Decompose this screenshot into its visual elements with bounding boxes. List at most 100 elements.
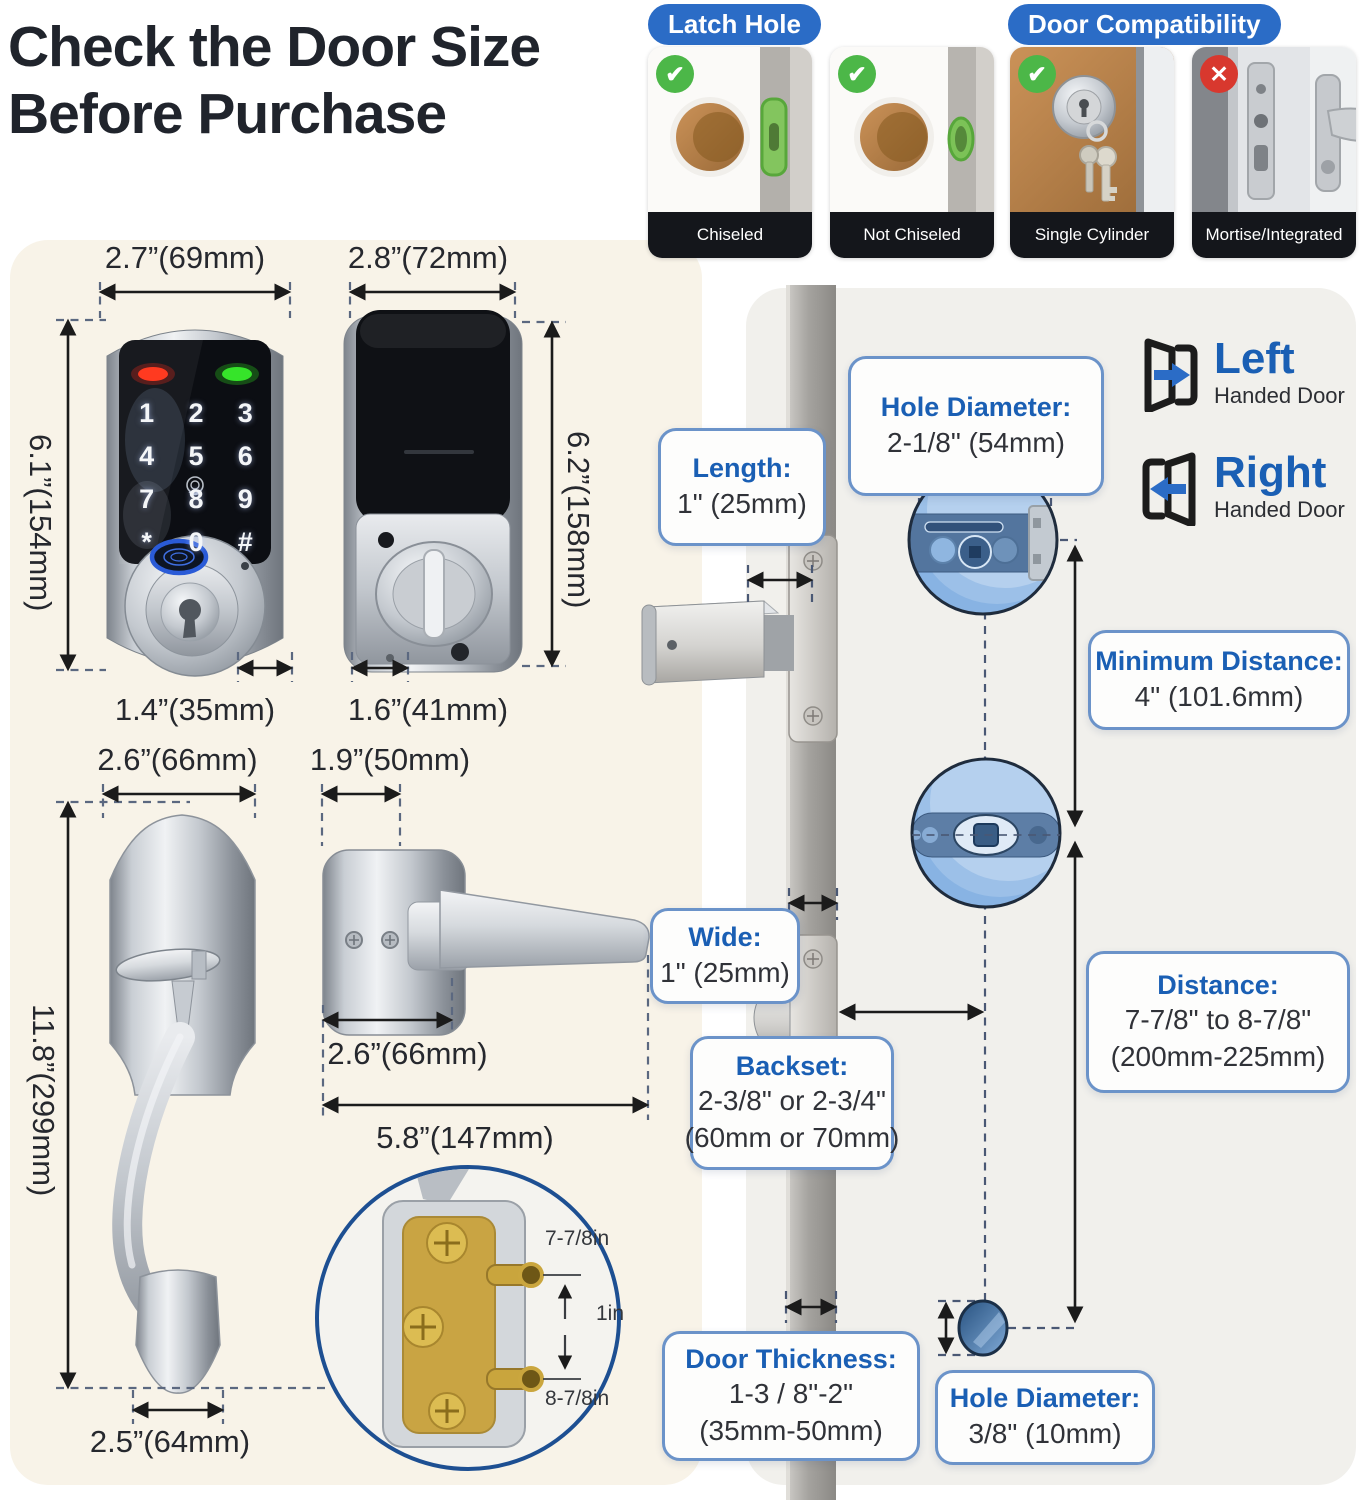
callout-value2: (35mm-50mm) (699, 1414, 883, 1446)
key-6: 6 (237, 441, 253, 471)
cross-icon: ✕ (1200, 55, 1238, 93)
callout-value2: (200mm-225mm) (1110, 1040, 1326, 1072)
not-chiseled-image: ✔ (830, 47, 994, 212)
callout-title: Wide: (688, 921, 762, 952)
callout-title: Backset: (735, 1050, 849, 1081)
small-bore-view (957, 1299, 1009, 1357)
dim-lever-length: 5.8”(147mm) (376, 1120, 554, 1155)
callout-value: 4" (101.6mm) (1134, 680, 1304, 712)
right-handed-door: Right Handed Door (1140, 448, 1345, 526)
card-chiseled: ✔ Chiseled (648, 47, 812, 258)
dim-lever-rosette-height: 2.6”(66mm) (327, 1036, 488, 1071)
keyhole (179, 599, 201, 621)
page-title: Check the Door Size Before Purchase (8, 14, 541, 147)
dim-handleset-height: 11.8”(299mm) (26, 1003, 61, 1197)
callout-minimum-distance: Minimum Distance: 4" (101.6mm) (1088, 630, 1350, 730)
back-lock-illustration (343, 310, 523, 673)
callout-title: Hole Diameter: (880, 391, 1072, 422)
inset-middle-label: 1in (596, 1302, 625, 1325)
chiseled-image: ✔ (648, 47, 812, 212)
handle-base-plate (135, 1269, 221, 1394)
inset-bottom-label: 8-7/8in (545, 1387, 610, 1410)
callout-length: Length: 1" (25mm) (658, 428, 826, 546)
fingerprint-icon (186, 476, 204, 496)
callout-title: Door Thickness: (685, 1343, 897, 1374)
check-icon: ✔ (838, 55, 876, 93)
dim-back-depth: 1.6”(41mm) (347, 692, 509, 727)
handedness-sub: Handed Door (1214, 496, 1345, 522)
fingerprint-reader (149, 538, 209, 576)
callout-value: 1" (25mm) (677, 487, 807, 519)
front-lock-illustration (106, 329, 284, 677)
check-icon: ✔ (1018, 55, 1056, 93)
key-2: 2 (188, 398, 204, 428)
page-title-line1: Check the Door Size (8, 15, 541, 79)
latch-bore-view (910, 757, 1062, 909)
single-cylinder-image: ✔ (1010, 47, 1174, 212)
mortise-image: ✕ (1192, 47, 1356, 212)
callout-door-thickness: Door Thickness: 1-3 / 8"-2" (35mm-50mm) (662, 1331, 920, 1461)
dim-back-width: 2.8”(72mm) (347, 240, 509, 275)
dim-front-height: 6.1”(154mm) (23, 434, 58, 612)
handedness-name: Left (1214, 334, 1295, 383)
dim-handleset-width: 2.6”(66mm) (97, 742, 258, 777)
strike-plate-inset (315, 1165, 621, 1471)
callout-value: 3/8" (10mm) (968, 1418, 1122, 1450)
check-icon: ✔ (656, 55, 694, 93)
callout-value: 2-1/8" (54mm) (887, 426, 1065, 458)
handedness-name: Right (1214, 448, 1327, 497)
red-led (138, 367, 168, 381)
right-door-icon (1142, 452, 1196, 526)
key-3: 3 (237, 398, 253, 428)
callout-value: 2-3/8" or 2-3/4" (698, 1085, 886, 1117)
callout-title: Distance: (1157, 969, 1279, 1000)
dim-front-depth: 1.4”(35mm) (114, 692, 276, 727)
lever-illustration (322, 849, 650, 1036)
callout-value: 1" (25mm) (660, 956, 790, 988)
thumb-turn (423, 549, 445, 639)
left-dimension-lines (56, 282, 650, 1424)
left-door-icon (1144, 338, 1198, 412)
page-title-line2: Before Purchase (8, 81, 447, 146)
handleset-illustration (109, 814, 256, 1394)
callout-hole-diameter-top: Hole Diameter: 2-1/8" (54mm) (848, 356, 1104, 496)
card-mortise-integrated: ✕ Mortise/Integrated (1192, 47, 1356, 258)
dim-lever-rosette-width: 1.9”(50mm) (309, 742, 471, 777)
key-7: 7 (139, 484, 155, 514)
key-1: 1 (139, 398, 155, 428)
callout-value2: (60mm or 70mm) (684, 1121, 900, 1153)
card-label: Not Chiseled (830, 212, 994, 258)
callout-distance: Distance: 7-7/8" to 8-7/8" (200mm-225mm) (1086, 951, 1350, 1093)
card-not-chiseled: ✔ Not Chiseled (830, 47, 994, 258)
door-compatibility-badge: Door Compatibility (1008, 4, 1281, 45)
deadbolt-bolt (647, 600, 765, 684)
left-handed-door: Left Handed Door (1140, 334, 1345, 412)
card-label: Mortise/Integrated (1192, 212, 1356, 258)
callout-title: Length: (692, 452, 792, 483)
handedness-sub: Handed Door (1214, 382, 1345, 408)
card-label: Chiseled (648, 212, 812, 258)
key-9: 9 (237, 484, 253, 514)
callout-value: 7-7/8" to 8-7/8" (1124, 1004, 1312, 1036)
key-star: * (141, 527, 152, 557)
callout-title: Hole Diameter: (949, 1383, 1141, 1414)
card-single-cylinder: ✔ Single Cylinder (1010, 47, 1174, 258)
callout-title: Minimum Distance: (1095, 645, 1343, 676)
callout-backset: Backset: 2-3/8" or 2-3/4" (60mm or 70mm) (685, 1036, 899, 1170)
key-5: 5 (188, 441, 204, 471)
callout-wide: Wide: 1" (25mm) (650, 908, 800, 1004)
dim-handleset-base: 2.5”(64mm) (89, 1424, 251, 1459)
key-hash: # (237, 527, 253, 557)
green-led (222, 367, 252, 381)
key-8: 8 (188, 484, 204, 514)
callout-hole-diameter-bottom: Hole Diameter: 3/8" (10mm) (935, 1370, 1155, 1465)
lever-bar (439, 889, 650, 969)
inset-top-label: 7-7/8in (545, 1227, 610, 1250)
latch-hole-badge: Latch Hole (648, 4, 821, 45)
card-label: Single Cylinder (1010, 212, 1174, 258)
callout-value: 1-3 / 8"-2" (728, 1378, 854, 1410)
dim-front-width: 2.7”(69mm) (104, 240, 266, 275)
key-4: 4 (139, 441, 155, 471)
